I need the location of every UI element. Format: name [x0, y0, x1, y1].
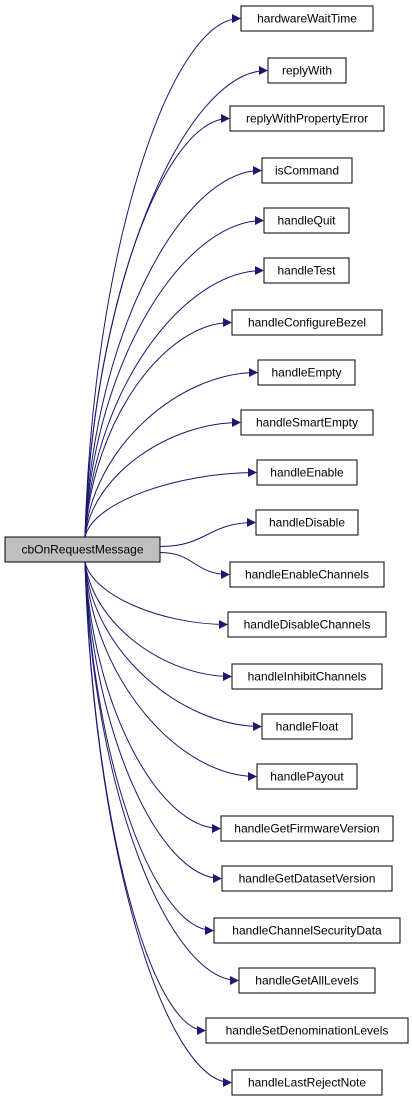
callee-node-box: [231, 309, 383, 336]
call-edge-handlePayout: [84, 561, 257, 781]
call-edge-handleSetDenominationLevels: [84, 561, 206, 1035]
callee-node-box: [220, 815, 394, 842]
callee-node-box: [256, 763, 358, 790]
callee-node-box: [231, 1069, 383, 1096]
root-node-box: [4, 536, 161, 563]
callee-node-handleLastRejectNote[interactable]: handleLastRejectNote: [231, 1069, 383, 1096]
callee-node-box: [240, 409, 374, 436]
callee-node-replyWithPropertyError[interactable]: replyWithPropertyError: [229, 105, 385, 132]
callee-node-handleTest[interactable]: handleTest: [263, 257, 350, 284]
callee-node-box: [213, 917, 401, 944]
callee-node-label: handleEnable: [270, 466, 344, 480]
callee-node-hardwareWaitTime[interactable]: hardwareWaitTime: [240, 5, 374, 32]
call-edge-handleGetDatasetVersion: [84, 561, 222, 883]
callee-node-box: [257, 359, 356, 386]
callee-node-handleGetFirmwareVersion[interactable]: handleGetFirmwareVersion: [220, 815, 394, 842]
callee-node-handleDisableChannels[interactable]: handleDisableChannels: [227, 611, 387, 638]
call-edge-handleChannelSecurityData: [84, 561, 214, 935]
call-edge-handleSmartEmpty: [84, 418, 241, 538]
call-edge-handleGetAllLevels: [84, 561, 239, 985]
call-nodes: cbOnRequestMessage hardwareWaitTime reply…: [4, 5, 409, 1096]
callee-node-box: [229, 105, 385, 132]
callee-node-handleGetDatasetVersion[interactable]: handleGetDatasetVersion: [221, 865, 393, 892]
callee-node-label: handleTest: [277, 264, 336, 278]
call-edge-hardwareWaitTime: [84, 14, 241, 538]
callee-node-handleInhibitChannels[interactable]: handleInhibitChannels: [231, 663, 383, 690]
call-edge-handleEnable: [84, 468, 257, 538]
callee-node-label: handleEmpty: [271, 366, 341, 380]
call-edge-handleConfigureBezel: [84, 318, 232, 538]
callee-node-label: handleSetDenominationLevels: [226, 1024, 389, 1038]
callee-node-box: [263, 207, 350, 234]
callee-node-handleSmartEmpty[interactable]: handleSmartEmpty: [240, 409, 374, 436]
callee-node-box: [261, 157, 353, 184]
callee-node-label: isCommand: [275, 164, 339, 178]
callee-node-box: [221, 865, 393, 892]
callee-node-label: handleGetFirmwareVersion: [234, 822, 379, 836]
call-edge-handleEmpty: [84, 368, 258, 538]
callee-node-handleEmpty[interactable]: handleEmpty: [257, 359, 356, 386]
call-edge-replyWith: [84, 66, 268, 538]
callee-node-label: handleGetDatasetVersion: [239, 872, 376, 886]
callee-node-label: handleQuit: [277, 214, 336, 228]
callee-node-label: handleGetAllLevels: [255, 974, 358, 988]
callee-node-box: [238, 967, 376, 994]
callee-node-box: [255, 509, 359, 536]
callee-node-box: [231, 663, 383, 690]
root-node-label: cbOnRequestMessage: [21, 543, 143, 557]
callee-node-isCommand[interactable]: isCommand: [261, 157, 353, 184]
callee-node-box: [256, 459, 358, 486]
callee-node-handleConfigureBezel[interactable]: handleConfigureBezel: [231, 309, 383, 336]
call-edge-handleDisable: [159, 518, 256, 547]
call-edge-handleLastRejectNote: [84, 561, 232, 1087]
call-edge-handleDisableChannels: [84, 561, 228, 629]
call-edge-handleQuit: [84, 216, 264, 538]
callee-node-box: [240, 5, 374, 32]
call-edge-replyWithPropertyError: [84, 114, 230, 538]
callee-node-handlePayout[interactable]: handlePayout: [256, 763, 358, 790]
callee-node-label: replyWithPropertyError: [246, 112, 368, 126]
call-edge-handleInhibitChannels: [84, 561, 232, 681]
callee-node-box: [205, 1017, 409, 1044]
callee-node-label: hardwareWaitTime: [257, 12, 357, 26]
callee-node-label: handleLastRejectNote: [248, 1076, 366, 1090]
callee-node-label: replyWith: [282, 64, 332, 78]
call-edge-handleGetFirmwareVersion: [84, 561, 221, 833]
callee-node-handleChannelSecurityData[interactable]: handleChannelSecurityData: [213, 917, 401, 944]
callee-node-replyWith[interactable]: replyWith: [267, 57, 347, 84]
callee-node-handleEnableChannels[interactable]: handleEnableChannels: [229, 561, 385, 588]
callee-node-box: [229, 561, 385, 588]
callee-node-label: handleDisableChannels: [244, 618, 371, 632]
callee-node-box: [267, 57, 347, 84]
callee-node-box: [261, 713, 353, 740]
callee-node-handleEnable[interactable]: handleEnable: [256, 459, 358, 486]
callee-node-handleQuit[interactable]: handleQuit: [263, 207, 350, 234]
call-edge-handleFloat: [84, 561, 262, 731]
call-edges: [84, 14, 268, 1087]
call-edge-handleEnableChannels: [159, 552, 230, 579]
callee-node-label: handleChannelSecurityData: [232, 924, 382, 938]
call-edge-handleTest: [84, 266, 264, 538]
callee-node-handleSetDenominationLevels[interactable]: handleSetDenominationLevels: [205, 1017, 409, 1044]
callee-node-label: handleDisable: [269, 516, 345, 530]
callee-node-label: handleSmartEmpty: [256, 416, 358, 430]
callee-node-box: [227, 611, 387, 638]
callee-node-label: handlePayout: [270, 770, 344, 784]
callee-node-box: [263, 257, 350, 284]
call-edge-isCommand: [84, 166, 262, 538]
root-node[interactable]: cbOnRequestMessage: [4, 536, 161, 563]
callee-node-label: handleConfigureBezel: [248, 316, 366, 330]
callee-node-label: handleFloat: [276, 720, 339, 734]
callee-node-handleDisable[interactable]: handleDisable: [255, 509, 359, 536]
callee-node-label: handleEnableChannels: [245, 568, 369, 582]
callee-node-handleGetAllLevels[interactable]: handleGetAllLevels: [238, 967, 376, 994]
callee-node-label: handleInhibitChannels: [248, 670, 367, 684]
callee-node-handleFloat[interactable]: handleFloat: [261, 713, 353, 740]
